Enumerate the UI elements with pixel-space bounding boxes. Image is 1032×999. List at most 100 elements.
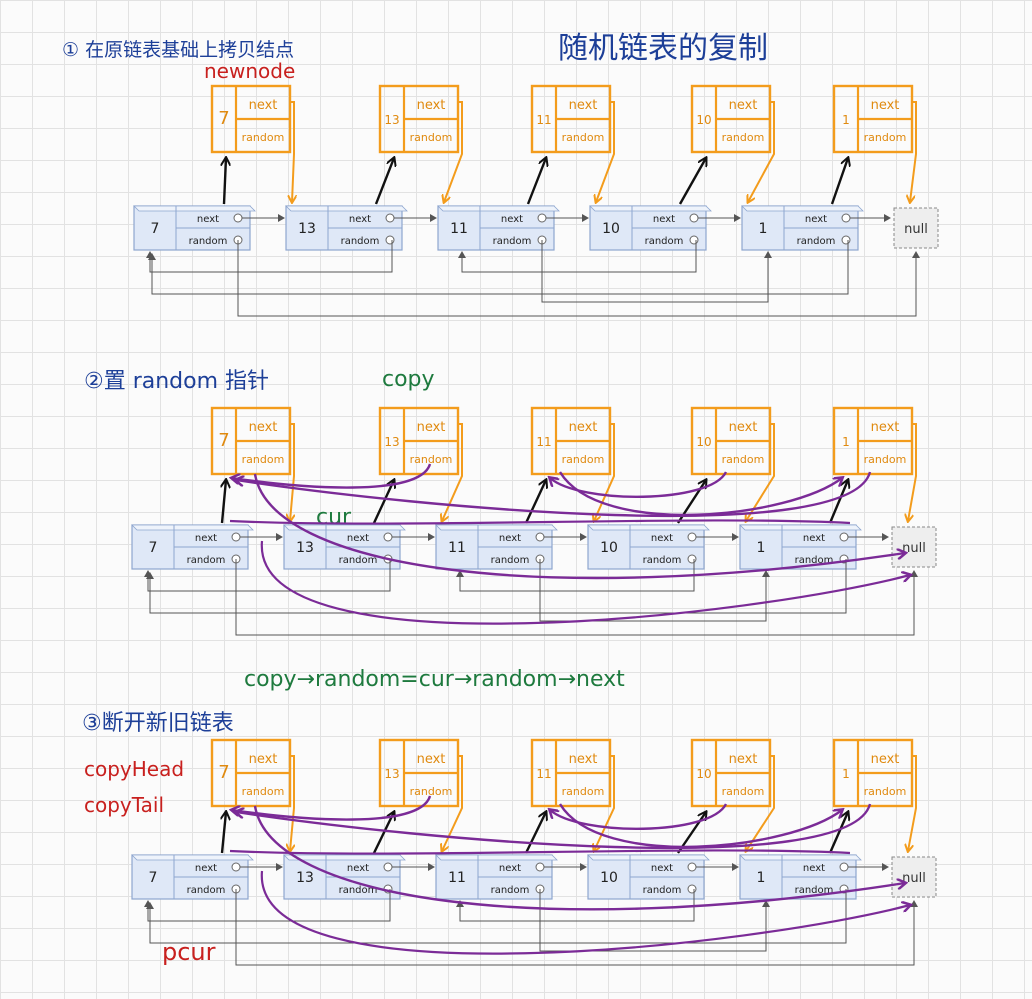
node-value: 10 <box>600 540 618 556</box>
copy-random-arrow <box>232 463 432 489</box>
null-text: null <box>902 541 926 556</box>
original-random-arrow <box>235 889 918 966</box>
node-random-label: random <box>643 555 682 566</box>
copy-node-value: 7 <box>218 430 229 451</box>
original-to-copy-arrow <box>372 812 394 854</box>
original-to-copy-arrow <box>372 480 394 524</box>
node-random-label: random <box>491 555 530 566</box>
copy-node-value: 7 <box>218 108 229 129</box>
original-random-arrow <box>146 240 393 273</box>
copy-node-value: 11 <box>536 113 551 127</box>
copy-next-arrow <box>290 101 294 202</box>
next-pointer-dot <box>385 213 395 223</box>
copy-node-random-label: random <box>410 785 453 798</box>
next-pointer-dot <box>231 862 241 872</box>
copy-node-random-label: random <box>722 785 765 798</box>
node-random-label: random <box>645 236 684 247</box>
original-node-7: 7 next random <box>131 854 254 900</box>
copy-next-arrow <box>442 423 463 521</box>
node-random-label: random <box>187 885 226 896</box>
newnode-label: newnode <box>204 59 295 83</box>
random-pointer-dot <box>689 235 699 245</box>
random-pointer-dot <box>687 884 697 894</box>
original-random-arrow <box>148 240 849 295</box>
node-random-label: random <box>339 885 378 896</box>
node-next-label: next <box>501 214 523 225</box>
null-node: null <box>891 856 937 898</box>
node-value: 7 <box>149 870 158 886</box>
node-top-edge <box>435 854 558 861</box>
copytail-label: copyTail <box>84 793 164 817</box>
node-next-label: next <box>195 863 217 874</box>
node-value: 13 <box>298 221 316 237</box>
copy-node-value: 7 <box>218 762 229 783</box>
copy-next-arrow <box>748 101 775 202</box>
original-to-copy-arrow <box>524 480 546 524</box>
original-to-copy-arrow <box>524 812 546 854</box>
copy-node-value: 1 <box>842 767 850 781</box>
node-top-edge <box>587 524 710 531</box>
panel-1: 7nextrandom13nextrandom11nextrandom10nex… <box>133 84 939 317</box>
copy-node-value: 11 <box>536 435 551 449</box>
node-top-edge <box>587 854 710 861</box>
next-pointer-dot <box>383 532 393 542</box>
original-to-copy-arrow <box>678 158 706 205</box>
pcur-label: pcur <box>162 938 216 966</box>
copy-node-random-label: random <box>864 785 907 798</box>
copy-node-next-label: next <box>417 420 446 435</box>
node-next-label: next <box>347 863 369 874</box>
node-next-label: next <box>499 533 521 544</box>
random-formula: copy→random=cur→random→next <box>244 667 625 692</box>
copy-node-random-label: random <box>410 131 453 144</box>
copy-node-next-label: next <box>729 420 758 435</box>
copyhead-label: copyHead <box>84 757 184 781</box>
null-box <box>893 207 939 249</box>
node-top-edge <box>437 205 560 212</box>
node-value: 1 <box>757 870 766 886</box>
original-random-arrow <box>146 889 847 944</box>
copy-node-next-label: next <box>871 752 900 767</box>
next-pointer-dot <box>687 862 697 872</box>
copy-node-next-label: next <box>417 98 446 113</box>
node-next-label: next <box>195 533 217 544</box>
node-top-edge <box>283 854 406 861</box>
original-to-copy-arrow <box>828 812 848 854</box>
copy-node-next-label: next <box>249 420 278 435</box>
node-random-label: random <box>795 555 834 566</box>
node-random-label: random <box>795 885 834 896</box>
node-top-edge <box>741 205 864 212</box>
node-random-label: random <box>643 885 682 896</box>
node-next-label: next <box>651 533 673 544</box>
node-random-label: random <box>187 555 226 566</box>
copy-random-null-arrow <box>260 540 910 625</box>
copy-node-next-label: next <box>569 98 598 113</box>
panel-2: 7nextrandom13nextrandom11nextrandom10nex… <box>131 406 937 636</box>
original-random-arrow <box>235 559 918 636</box>
copy-random-arrow <box>236 803 872 850</box>
next-pointer-dot <box>233 213 243 223</box>
copy-next-arrow <box>442 755 463 851</box>
original-random-arrow <box>146 559 847 614</box>
next-pointer-dot <box>839 532 849 542</box>
copy-node-value: 10 <box>696 767 711 781</box>
original-random-arrow <box>144 889 391 922</box>
node-top-edge <box>283 524 406 531</box>
null-text: null <box>902 871 926 886</box>
node-top-edge <box>739 524 862 531</box>
diagram-title: 随机链表的复制 <box>558 31 768 66</box>
next-pointer-dot <box>535 532 545 542</box>
copy-node-next-label: next <box>871 420 900 435</box>
copy-label: copy <box>382 367 435 392</box>
